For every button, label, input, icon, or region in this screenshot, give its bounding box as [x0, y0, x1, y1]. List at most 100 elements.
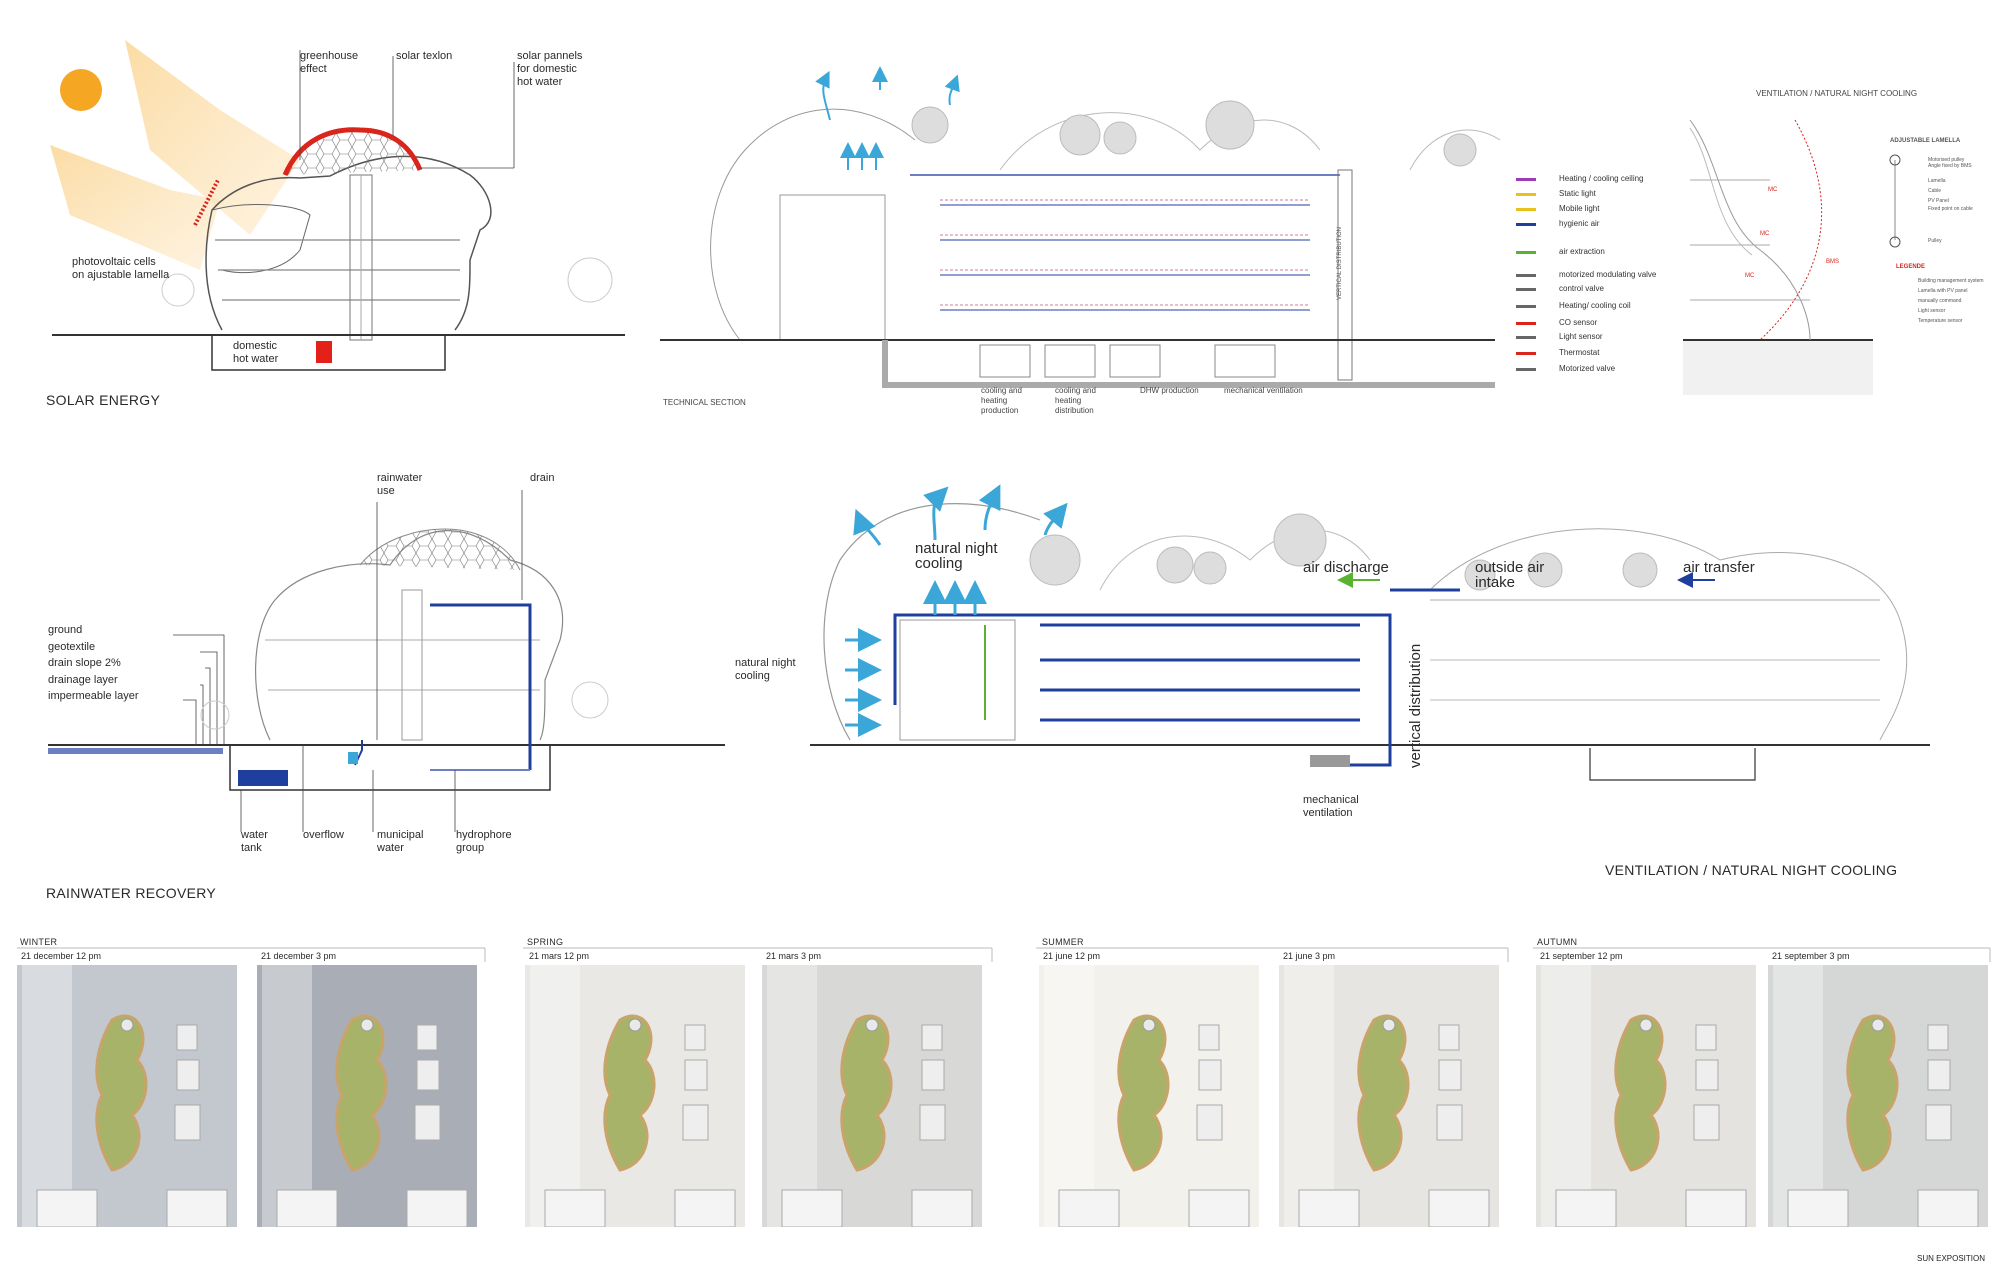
label-mechanical-ventilation: mechanical ventilation	[1303, 794, 1359, 819]
label-overflow: overflow	[303, 829, 344, 841]
label-water-tank: water tank	[241, 829, 268, 854]
label-solar-texlon: solar texlon	[396, 50, 453, 62]
sun-study-render	[257, 965, 477, 1227]
legend-swatch	[1516, 193, 1536, 196]
label-hydrophore: hydrophore group	[456, 829, 512, 854]
sun-study-render	[762, 965, 982, 1227]
tech-bottom-label-1: cooling and heating production	[981, 386, 1022, 415]
lamella-item: Pulley	[1928, 238, 1942, 244]
lamella-item: Lamella	[1928, 178, 1946, 184]
legend-swatch	[1516, 251, 1536, 254]
lamella-item: Fixed point on cable	[1928, 206, 1973, 212]
lamella-title: ADJUSTABLE LAMELLA	[1890, 138, 1961, 144]
ventilation-title: VENTILATION / NATURAL NIGHT COOLING	[1605, 862, 1898, 878]
label-drain-slope: drain slope 2%	[48, 657, 121, 669]
label-domestic-hot-water: domestic hot water	[233, 340, 279, 365]
shot-caption: 21 september 3 pm	[1772, 951, 1850, 961]
label-drainage-layer: drainage layer	[48, 674, 118, 686]
label-nnc-side: natural night cooling	[735, 657, 796, 682]
rainwater-drawing	[48, 490, 725, 832]
legend-label: Heating / cooling ceiling	[1559, 174, 1644, 183]
legende-item: Building management system	[1918, 278, 1984, 284]
legend-swatch	[1516, 305, 1536, 308]
label-solar-panels: solar pannels for domestic hot water	[517, 50, 583, 88]
sun-exposition-title: SUN EXPOSITION	[1917, 1254, 1986, 1263]
tech-vertical-distribution: VERTICAL DISTRIBUTION	[1337, 226, 1343, 300]
tech-bottom-label-4: mechanical ventilation	[1224, 386, 1303, 395]
label-ground: ground	[48, 624, 83, 636]
legende-item: Light sensor	[1918, 308, 1946, 314]
technical-section-drawing	[660, 66, 1501, 388]
tag-mc-1: MC	[1768, 187, 1778, 193]
label-vertical-distribution: vertical distribution	[1407, 643, 1424, 768]
legende-item: Temperature sensor	[1918, 318, 1963, 324]
vent-small-title: VENTILATION / NATURAL NIGHT COOLING	[1756, 89, 1918, 98]
shot-caption: 21 mars 3 pm	[766, 951, 822, 961]
label-greenhouse-effect: greenhouse effect	[300, 50, 359, 75]
legend-label: Motorized valve	[1559, 364, 1616, 373]
tag-mc-3: MC	[1745, 273, 1755, 279]
label-rainwater-use: rainwater use	[377, 472, 423, 497]
legende-item: Lamella with PV panel	[1918, 288, 1968, 294]
ventilation-large-drawing	[810, 484, 1930, 781]
legend-label: Static light	[1559, 189, 1596, 198]
legend-label: air extraction	[1559, 247, 1605, 256]
shot-caption: 21 december 3 pm	[261, 951, 337, 961]
sun-study-render	[1768, 965, 1988, 1227]
label-outside-air-intake: outside air intake	[1475, 559, 1545, 591]
legend-label: hygienic air	[1559, 219, 1600, 228]
legend-label: Mobile light	[1559, 204, 1600, 213]
tech-bottom-label-3: DHW production	[1140, 386, 1199, 395]
legend-swatch	[1516, 368, 1536, 371]
legend-swatch	[1516, 336, 1536, 339]
legend-swatch	[1516, 208, 1536, 211]
sun-study-render	[1039, 965, 1259, 1227]
legend-label: CO sensor	[1559, 318, 1598, 327]
legend-label: Heating/ cooling coil	[1559, 301, 1631, 310]
legend-swatch	[1516, 223, 1536, 226]
solar-section-drawing	[50, 40, 625, 371]
legend-label: control valve	[1559, 284, 1604, 293]
legend-swatch	[1516, 274, 1536, 277]
legend-swatch	[1516, 288, 1536, 291]
rainwater-title: RAINWATER RECOVERY	[46, 885, 217, 901]
label-air-transfer: air transfer	[1683, 559, 1755, 576]
solar-energy-title: SOLAR ENERGY	[46, 392, 161, 408]
ventilation-small-drawing	[1683, 119, 1901, 395]
sun-header-rules	[17, 947, 1991, 962]
shot-caption: 21 mars 12 pm	[529, 951, 590, 961]
water-tank-graphic	[238, 770, 288, 786]
legend-swatch	[1516, 352, 1536, 355]
shot-caption: 21 september 12 pm	[1540, 951, 1623, 961]
label-photovoltaic: photovoltaic cells on ajustable lamella	[72, 256, 170, 281]
dhw-tank	[316, 341, 332, 363]
legend-swatch	[1516, 178, 1536, 181]
shot-caption: 21 june 12 pm	[1043, 951, 1101, 961]
legende-title: LEGENDE	[1896, 264, 1926, 270]
label-geotextile: geotextile	[48, 641, 96, 653]
shot-caption: 21 june 3 pm	[1283, 951, 1336, 961]
sun-study-render	[1279, 965, 1499, 1227]
tag-bms: BMS	[1826, 259, 1840, 265]
season-header: AUTUMN	[1537, 937, 1578, 947]
label-nnc-top: natural night cooling	[915, 540, 998, 572]
sun-study-render	[525, 965, 745, 1227]
technical-section-title: TECHNICAL SECTION	[663, 398, 746, 407]
legend-swatch	[1516, 322, 1536, 325]
season-header: WINTER	[20, 937, 58, 947]
tech-bottom-label-2: cooling and heating distribution	[1055, 386, 1096, 415]
sun-icon	[60, 69, 102, 111]
shot-caption: 21 december 12 pm	[21, 951, 102, 961]
sun-study-render	[1536, 965, 1756, 1227]
lamella-item: Motorised pulley Angle fixed by BMS	[1928, 157, 1972, 169]
label-municipal-water: municipal water	[377, 829, 424, 854]
legend-label: Light sensor	[1559, 332, 1603, 341]
label-impermeable-layer: impermeable layer	[48, 690, 139, 702]
legend-label: Thermostat	[1559, 348, 1600, 357]
sun-study-render	[17, 965, 237, 1227]
legende-item: manually command	[1918, 298, 1962, 304]
label-drain: drain	[530, 472, 555, 484]
lamella-item: Cable	[1928, 188, 1942, 194]
lamella-item: PV Panel	[1928, 198, 1949, 204]
